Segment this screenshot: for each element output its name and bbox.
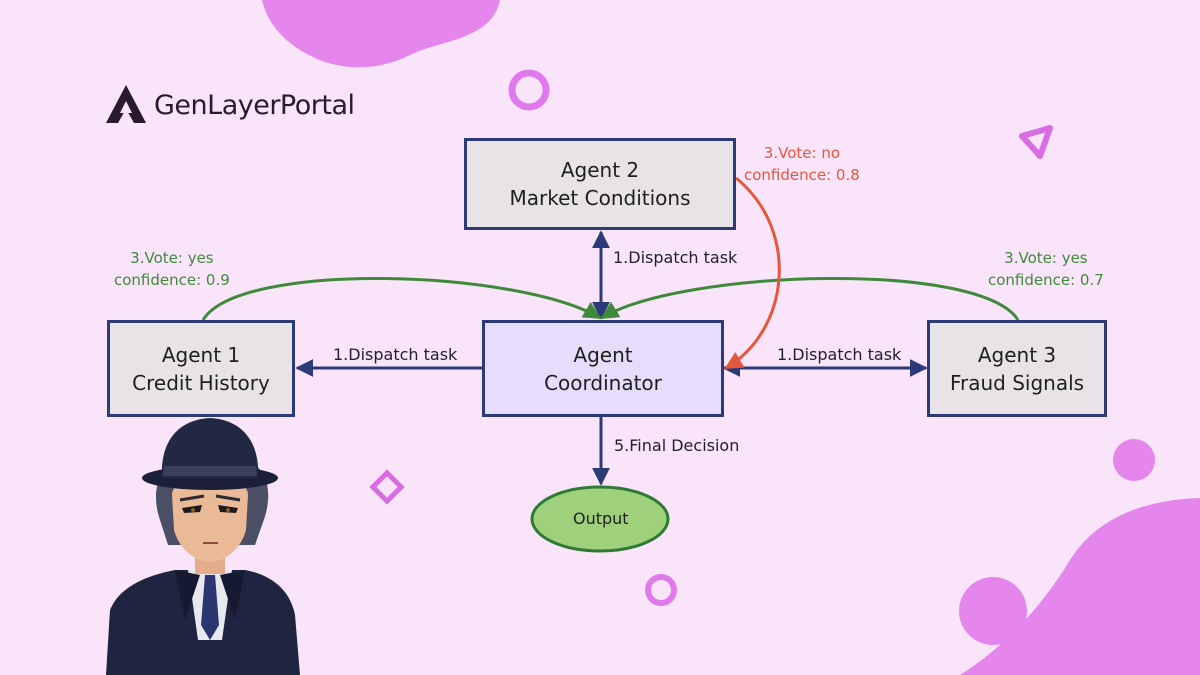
coordinator-subtitle: Coordinator [544,370,662,395]
ring-top [508,69,550,111]
agent-3-subtitle: Fraud Signals [949,370,1085,395]
edge-vote-agent2 [724,176,781,370]
vote-agent-2-confidence: confidence: 0.8 [744,166,860,184]
label-dispatch-left: 1.Dispatch task [333,345,458,364]
node-agent-2: Agent 2 Market Conditions [464,138,736,230]
brand-name: GenLayerPortal [154,89,355,121]
output-node [530,485,670,553]
output-label: Output [573,509,629,528]
vote-agent-1: 3.Vote: yes confidence: 0.9 [114,247,230,291]
label-dispatch-top: 1.Dispatch task [613,248,738,267]
label-final-decision: 5.Final Decision [614,436,740,455]
vote-agent-1-result: 3.Vote: yes [130,249,214,267]
vote-agent-3-confidence: confidence: 0.7 [988,271,1104,289]
vote-agent-1-confidence: confidence: 0.9 [114,271,230,289]
vote-agent-2: 3.Vote: no confidence: 0.8 [744,142,860,186]
node-agent-coordinator: Agent Coordinator [482,320,724,417]
label-dispatch-right: 1.Dispatch task [777,345,902,364]
node-agent-1: Agent 1 Credit History [107,320,295,417]
coordinator-title: Agent [573,342,633,367]
agent-2-title: Agent 2 [560,158,640,182]
agent-3-title: Agent 3 [977,342,1057,367]
triangle-outline [1019,125,1053,159]
vote-agent-3-result: 3.Vote: yes [1004,249,1088,267]
node-agent-3: Agent 3 Fraud Signals [927,320,1107,417]
blob-top [262,0,500,68]
blob-circle-bottom [959,577,1027,645]
diamond-outline [369,469,405,505]
agent-1-title: Agent 1 [161,342,241,367]
agent-1-subtitle: Credit History [132,370,270,395]
vote-agent-2-result: 3.Vote: no [763,144,840,162]
dot-right [1113,439,1155,481]
blob-bottom-right [960,498,1200,675]
edge-vote-agent1 [201,277,602,321]
edge-vote-agent3 [600,277,1020,321]
genlayer-logo-icon [106,85,146,123]
vote-agent-3: 3.Vote: yes confidence: 0.7 [988,247,1104,291]
ring-bottom [645,574,677,606]
agent-2-subtitle: Market Conditions [509,186,691,210]
brand-logo: GenLayerPortal [104,82,355,128]
